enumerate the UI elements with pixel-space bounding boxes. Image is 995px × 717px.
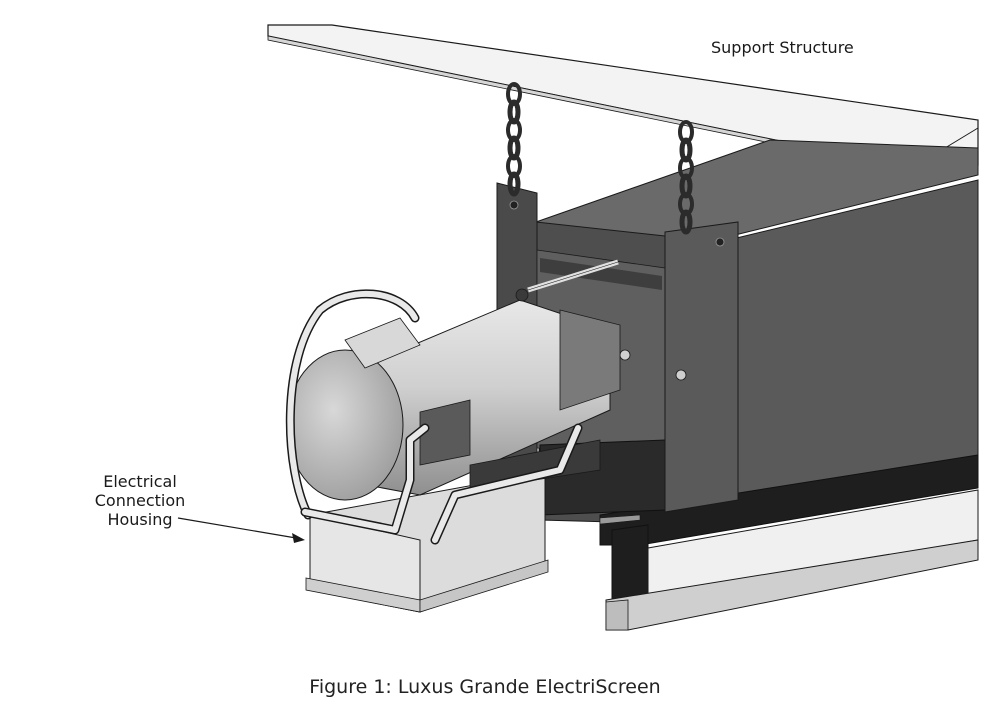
electrical-connection-housing: [305, 471, 549, 613]
motor: [286, 288, 621, 501]
screen-frame: [599, 454, 979, 631]
label-line-3: Housing: [107, 510, 173, 529]
support-structure-label: Support Structure: [711, 38, 854, 57]
arrow-pointer: [177, 517, 305, 543]
chain-icon: [506, 82, 694, 235]
electrical-connection-housing-label: Electrical Connection Housing: [70, 472, 210, 529]
cables: [285, 289, 583, 545]
support-structure: [267, 24, 979, 173]
label-line-1: Electrical: [103, 472, 177, 491]
label-line-2: Connection: [94, 491, 186, 510]
figure-caption: Figure 1: Luxus Grande ElectriScreen: [309, 676, 661, 698]
